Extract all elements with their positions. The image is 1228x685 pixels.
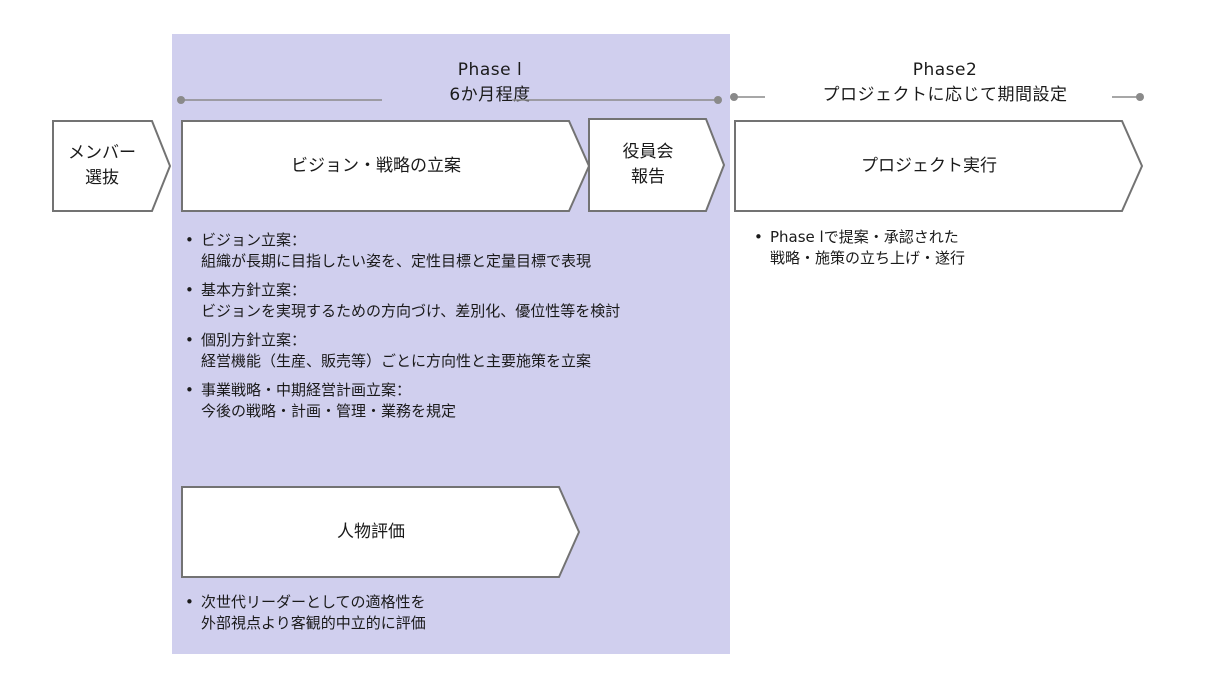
list-item: 事業戦略・中期経営計画立案： 今後の戦略・計画・管理・業務を規定 bbox=[181, 380, 726, 422]
phase2-duration: プロジェクトに応じて期間設定 bbox=[822, 85, 1068, 105]
member-selection-arrow bbox=[52, 120, 172, 212]
phase2-header: Phase2 プロジェクトに応じて期間設定 bbox=[760, 58, 1130, 108]
list-item: 次世代リーダーとしての適格性を 外部視点より客観的中立的に評価 bbox=[181, 592, 721, 634]
phase1-header: Phase l 6か月程度 bbox=[390, 58, 590, 108]
project-execution-arrow bbox=[734, 120, 1144, 212]
list-item: Phase lで提案・承認された 戦略・施策の立ち上げ・遂行 bbox=[750, 227, 1150, 269]
phase1-title: Phase l bbox=[457, 60, 523, 80]
person-evaluation-arrow bbox=[181, 486, 581, 578]
person-evaluation-label: 人物評価 bbox=[337, 521, 405, 542]
phase2-end-dot bbox=[1136, 93, 1144, 101]
list-item: 個別方針立案： 経営機能（生産、販売等）ごとに方向性と主要施策を立案 bbox=[181, 330, 726, 372]
phase1-start-dot bbox=[177, 96, 185, 104]
vision-strategy-arrow bbox=[181, 120, 591, 212]
list-item: 基本方針立案： ビジョンを実現するための方向づけ、差別化、優位性等を検討 bbox=[181, 280, 726, 322]
phase1-end-dot bbox=[714, 96, 722, 104]
phase2-start-dot bbox=[730, 93, 738, 101]
phase2-title: Phase2 bbox=[912, 60, 978, 80]
board-report-label: 役員会 報告 bbox=[622, 142, 674, 187]
vision-strategy-bullets: ビジョン立案： 組織が長期に目指したい姿を、定性目標と定量目標で表現 基本方針立… bbox=[181, 230, 726, 430]
board-report-arrow bbox=[588, 118, 726, 212]
member-selection-label: メンバー 選抜 bbox=[68, 143, 136, 188]
phase2-bullets: Phase lで提案・承認された 戦略・施策の立ち上げ・遂行 bbox=[750, 227, 1150, 277]
list-item: ビジョン立案： 組織が長期に目指したい姿を、定性目標と定量目標で表現 bbox=[181, 230, 726, 272]
vision-strategy-label: ビジョン・戦略の立案 bbox=[291, 155, 461, 176]
phase1-duration: 6か月程度 bbox=[449, 85, 531, 105]
project-execution-label: プロジェクト実行 bbox=[861, 155, 997, 176]
person-evaluation-bullets: 次世代リーダーとしての適格性を 外部視点より客観的中立的に評価 bbox=[181, 592, 721, 642]
